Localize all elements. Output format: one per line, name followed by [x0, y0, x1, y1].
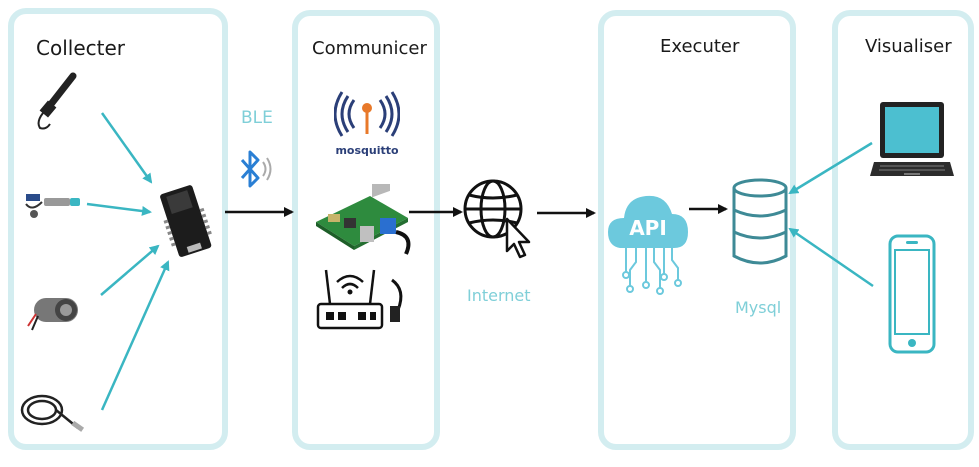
esp32-board-icon — [160, 185, 212, 257]
mysql-label: Mysql — [735, 298, 782, 317]
arrow-flow-to-board — [100, 244, 160, 296]
mosquitto-logo-icon — [333, 91, 401, 137]
bluetooth-icon — [240, 150, 272, 188]
flow-sensor-icon — [27, 298, 78, 331]
globe-cursor-icon — [463, 179, 531, 259]
api-cloud-icon — [608, 195, 688, 295]
raspberry-pi-icon — [316, 184, 411, 255]
arrow-cable-to-board — [100, 260, 170, 411]
arrow-temp-to-board — [100, 112, 153, 184]
internet-label: Internet — [467, 286, 531, 305]
temperature-probe-icon — [37, 72, 77, 130]
database-icon — [732, 178, 788, 265]
api-text: API — [629, 216, 667, 240]
arrow-phone-to-db — [788, 227, 874, 288]
arrow-laptop-to-db — [788, 141, 873, 195]
mosquitto-logo: mosquitto — [333, 90, 401, 160]
arrow-ph-to-board — [86, 202, 152, 216]
collector-title: Collecter — [36, 36, 125, 60]
communicator-title: Communicer — [312, 38, 427, 59]
cable-sensor-icon — [20, 394, 85, 432]
visualiser-title: Visualiser — [865, 36, 952, 57]
router-icon — [316, 269, 403, 330]
ble-label: BLE — [241, 108, 273, 128]
mosquitto-wordmark: mosquitto — [335, 144, 399, 157]
api-cloud: API — [606, 182, 690, 298]
executor-title: Executer — [660, 36, 740, 57]
ph-sensor-icon — [25, 194, 80, 218]
smartphone-icon — [888, 234, 936, 354]
visualiser-panel — [832, 10, 974, 450]
laptop-icon — [870, 102, 954, 176]
